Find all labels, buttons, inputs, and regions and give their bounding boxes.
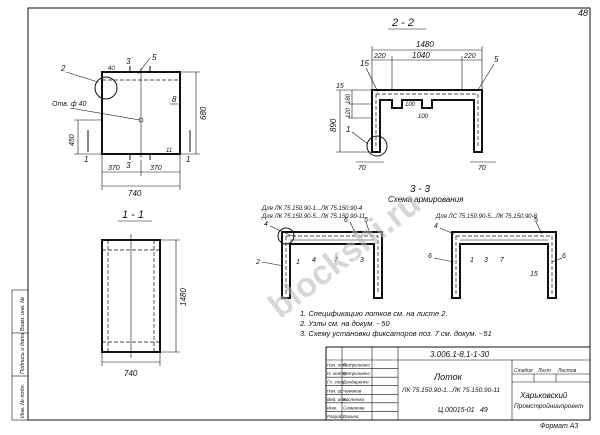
right-mark-5: 5 bbox=[534, 217, 538, 224]
format-label: Формат А3 bbox=[540, 423, 578, 430]
title-section-2-2: 2 - 2 bbox=[391, 17, 414, 29]
left-mark-4: 4 bbox=[264, 221, 268, 228]
dim-1480-top: 1480 bbox=[416, 40, 434, 49]
general-notes: 1. Спецификацию лотков см. на листе 2. 2… bbox=[299, 309, 492, 338]
front-cut-3b: 3 bbox=[126, 161, 131, 170]
dim-100-a: 100 bbox=[405, 102, 416, 108]
bottom-code: Ц.00015-01 bbox=[438, 407, 475, 414]
hole-note: Отв. ф 40 bbox=[52, 101, 87, 108]
sec22-mark-5: 5 bbox=[494, 55, 499, 64]
left-mark-6: 6 bbox=[344, 217, 348, 224]
side-stamp: Инв. № подл. Подпись и дата Взам. инв. № bbox=[11, 289, 29, 421]
stamp-inv-number: Инв. № подл. bbox=[20, 384, 26, 418]
front-mark-8: 8 bbox=[172, 95, 177, 104]
title-section-3-3: 3 - 3 bbox=[410, 184, 430, 195]
note-1: 1. Спецификацию лотков см. на листе 2. bbox=[300, 309, 448, 318]
sheets-label: Листов bbox=[557, 368, 577, 374]
note-group-2: Для ЛК 75.150.90-5...ЛК 75.150.90-11 bbox=[261, 214, 365, 220]
right-mark-3: 3 bbox=[484, 257, 488, 264]
tb-row-name: Вагина bbox=[343, 414, 359, 419]
org-line-1: Харьковский bbox=[519, 391, 568, 400]
dim-220-right: 220 bbox=[463, 53, 476, 60]
sheet-frame bbox=[27, 7, 591, 421]
dim-220-left: 220 bbox=[373, 53, 386, 60]
left-mark-3: 3 bbox=[360, 257, 364, 264]
tb-row-name: Петриченко bbox=[343, 371, 370, 376]
doc-code: 3.006.1-8.1-1-30 bbox=[430, 350, 490, 359]
tb-row-role: Разраб. bbox=[327, 414, 344, 419]
stamp-signature-date: Подпись и дата bbox=[20, 332, 26, 374]
dim-890: 890 bbox=[329, 118, 338, 132]
tb-row-role: Н. контр. bbox=[327, 371, 348, 376]
sec22-mark-15: 15 bbox=[360, 59, 369, 68]
tb-row-role: Нач. отд. bbox=[327, 363, 348, 368]
tb-row-name: Бондаренко bbox=[343, 380, 369, 385]
dim-450: 450 bbox=[69, 134, 76, 146]
front-cut-1a: 1 bbox=[84, 155, 88, 164]
tb-row-role: Инж. bbox=[327, 405, 337, 410]
left-mark-1: 1 bbox=[296, 259, 300, 266]
tb-row-name: Чумаков bbox=[343, 388, 362, 393]
right-mark-6: 6 bbox=[428, 253, 432, 260]
left-mark-4b: 4 bbox=[312, 257, 316, 264]
dim-70-right: 70 bbox=[478, 165, 486, 172]
dim-370-left: 370 bbox=[108, 165, 120, 172]
front-mark-5: 5 bbox=[152, 53, 157, 62]
item-range: ЛК 75.150.90-1...ЛК 75.150.90-11 bbox=[401, 387, 501, 394]
dim-180: 180 bbox=[346, 93, 352, 104]
stage-label: Стадия bbox=[514, 368, 533, 374]
front-mark-2: 2 bbox=[60, 64, 66, 73]
section-3-3: 3 - 3 Схема армирования Для ЛК 75.150.90… bbox=[255, 184, 566, 299]
section-1-1: 1 - 1 740 1480 bbox=[101, 209, 188, 378]
left-mark-2: 2 bbox=[255, 259, 260, 266]
right-mark-15: 15 bbox=[530, 271, 538, 278]
section-2-2: 2 - 2 1480 1040 220 220 890 180 bbox=[329, 17, 499, 172]
tb-row-role: Вед. инж. bbox=[327, 397, 347, 402]
dim-680: 680 bbox=[199, 106, 208, 120]
left-mark-5: 5 bbox=[364, 217, 368, 224]
right-mark-7: 7 bbox=[500, 257, 505, 264]
note-2: 2. Узлы см. на докум. - 50 bbox=[299, 319, 390, 328]
sheet-label: Лист bbox=[537, 368, 551, 374]
front-cut-3a: 3 bbox=[126, 57, 131, 66]
dim-1480-section: 1480 bbox=[179, 288, 188, 306]
stamp-replace-inv: Взам. инв. № bbox=[20, 297, 26, 331]
right-mark-1: 1 bbox=[470, 257, 474, 264]
dim-11: 11 bbox=[166, 148, 172, 154]
dim-740-section: 740 bbox=[124, 369, 138, 378]
dim-120: 120 bbox=[346, 107, 352, 118]
page-number: 48 bbox=[578, 8, 588, 18]
note-group-1: Для ЛК 75.150.90-1...ЛК 75.150.90-4 bbox=[261, 206, 363, 212]
dim-370-right: 370 bbox=[150, 165, 162, 172]
dim-15: 15 bbox=[336, 83, 344, 90]
right-mark-4: 4 bbox=[434, 223, 438, 230]
tb-row-role: Гл. спец. bbox=[327, 380, 346, 385]
dim-70-left: 70 bbox=[358, 165, 366, 172]
note-3: 3. Схему установки фиксаторов поз. 7 см.… bbox=[300, 329, 492, 338]
dim-100-b: 100 bbox=[418, 114, 429, 120]
tb-row-name: Семенова bbox=[343, 405, 365, 410]
title-reinforcement: Схема армирования bbox=[388, 195, 464, 204]
right-mark-6b: 6 bbox=[562, 253, 566, 260]
dim-740-front: 740 bbox=[128, 189, 142, 198]
org-line-2: Промстройниипроект bbox=[514, 402, 584, 410]
dim-40: 40 bbox=[108, 66, 115, 72]
tb-row-name: Петриченко bbox=[343, 363, 370, 368]
front-view: 2 5 8 Отв. ф 40 3 3 1 1 40 11 370 370 74… bbox=[52, 53, 208, 198]
front-cut-1b: 1 bbox=[186, 155, 190, 164]
sec22-mark-1: 1 bbox=[346, 125, 350, 134]
tb-row-role: Нач. гр. bbox=[327, 388, 344, 393]
note-group-right: Для ЛС 75.150.90-5...ЛК 75.150.90-8 bbox=[435, 214, 538, 220]
title-section-1-1: 1 - 1 bbox=[122, 209, 144, 221]
dim-1040: 1040 bbox=[412, 51, 430, 60]
left-mark-7: 7 bbox=[334, 257, 339, 264]
bottom-page: 49 bbox=[480, 407, 488, 414]
tb-row-name: Костенко bbox=[343, 397, 365, 402]
item-name: Лоток bbox=[433, 372, 463, 382]
